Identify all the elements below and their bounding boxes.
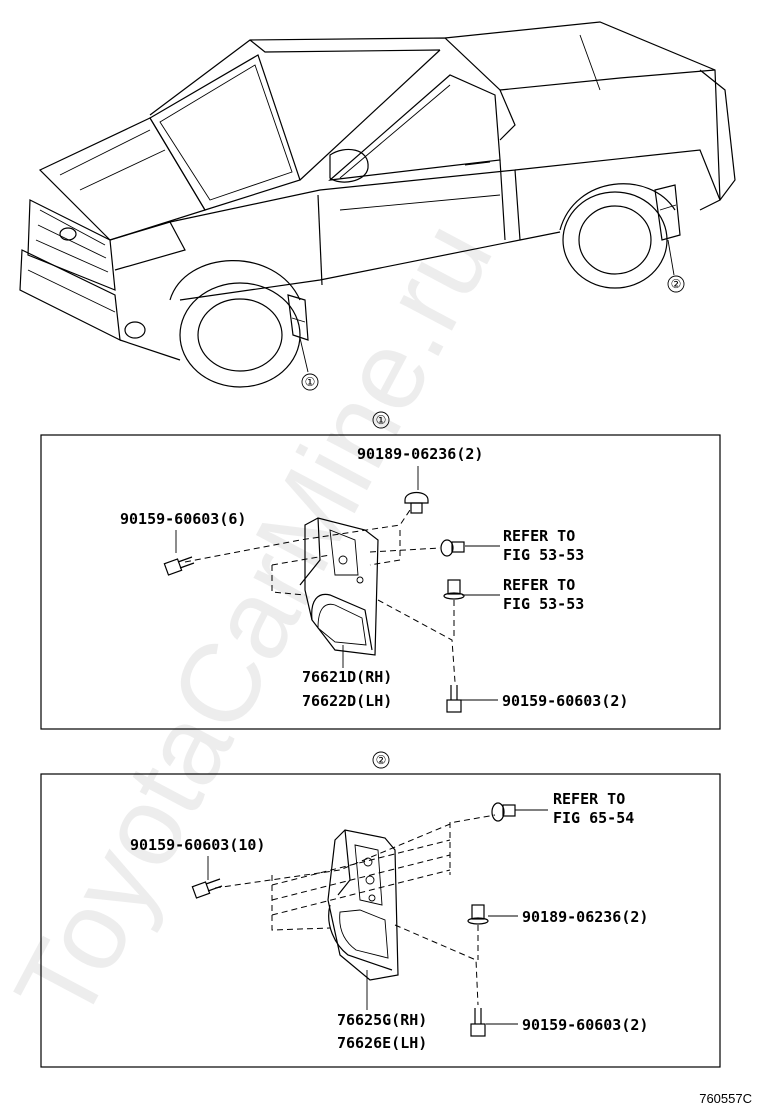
section-2-marker-circle (372, 751, 390, 769)
section-1-clip-icon (440, 539, 465, 557)
section-1-frame (40, 434, 721, 730)
section-2-clip-icon (491, 802, 516, 822)
section-1-bolt-icon (163, 556, 195, 576)
section-1-nut-clip-icon (443, 579, 465, 600)
section-2-frame (40, 773, 721, 1068)
section-2-part-flap-lh: 76626E(LH) (337, 1034, 427, 1052)
section-1-part-flap-lh: 76622D(LH) (302, 692, 392, 710)
section-2-refer-line1: REFER TO (553, 790, 625, 808)
section-1-refer-1-line1: REFER TO (503, 527, 575, 545)
section-2-part-bolt-left: 90159-60603(10) (130, 836, 265, 854)
callout-1-circle (301, 373, 319, 391)
section-1-refer-2-line2: FIG 53-53 (503, 595, 584, 613)
section-1-marker: ① (376, 413, 387, 427)
section-1-refer-1-line2: FIG 53-53 (503, 546, 584, 564)
truck-illustration (19, 21, 736, 388)
section-2-part-screw-right: 90189-06236(2) (522, 908, 648, 926)
section-1-bolt-bottom-icon (446, 685, 462, 713)
watermark-text: ToyotaCarMine.ru (0, 202, 516, 1041)
section-2-bolt-bottom-icon (470, 1008, 486, 1037)
section-1-part-flap-rh: 76621D(RH) (302, 668, 392, 686)
section-2-bolt-icon (191, 878, 223, 899)
section-1-clip-screw-icon (404, 491, 429, 514)
section-1-part-bolt-left: 90159-60603(6) (120, 510, 246, 528)
section-1-part-screw-top: 90189-06236(2) (357, 445, 483, 463)
section-2-part-bolt-bottom: 90159-60603(2) (522, 1016, 648, 1034)
section-2-screw-icon (467, 904, 489, 925)
section-2-mudflap (327, 829, 399, 981)
section-1-part-bolt-bottom: 90159-60603(2) (502, 692, 628, 710)
callout-2-label: ② (671, 277, 682, 291)
section-2-part-flap-rh: 76625G(RH) (337, 1011, 427, 1029)
figure-code: 760557C (699, 1091, 752, 1106)
section-1-mudflap (299, 517, 379, 656)
section-2-marker: ② (376, 753, 387, 767)
callout-1-label: ① (305, 375, 316, 389)
callout-2-circle (667, 275, 685, 293)
section-1-refer-2-line1: REFER TO (503, 576, 575, 594)
section-1-marker-circle (372, 411, 390, 429)
section-2-refer-line2: FIG 65-54 (553, 809, 634, 827)
